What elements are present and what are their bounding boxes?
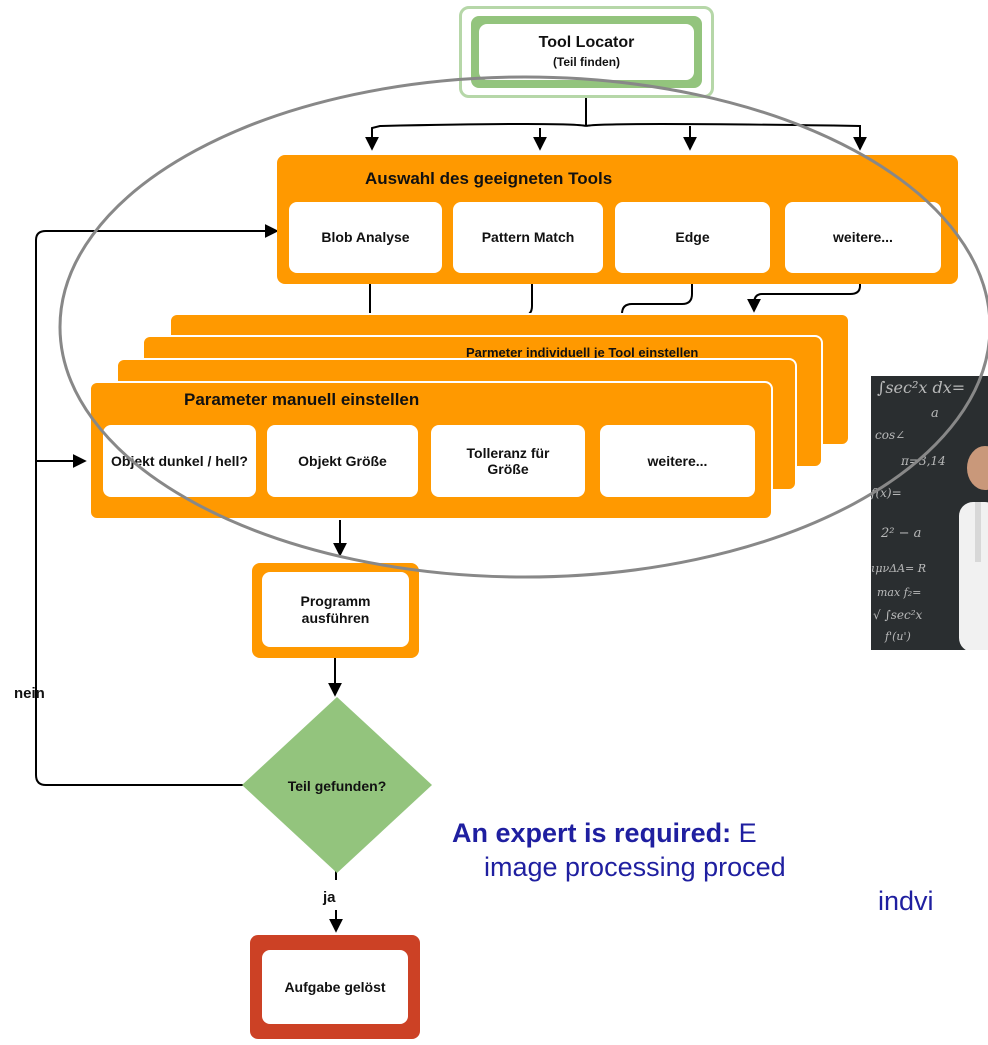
tool-locator-title: Tool Locator <box>538 34 635 52</box>
tool-blob-analyse[interactable]: Blob Analyse <box>289 202 442 273</box>
decision-label: Teil gefunden? <box>287 778 387 794</box>
yes-label: ja <box>323 889 336 906</box>
param-objekt-groesse[interactable]: Objekt Größe <box>267 425 418 497</box>
tool-locator-box[interactable]: Tool Locator (Teil finden) <box>471 16 702 88</box>
caption-line-1: An expert is required: E <box>452 816 757 850</box>
caption-rest-line1: E <box>731 818 757 848</box>
parameter-panel-title: Parameter manuell einstellen <box>184 390 420 409</box>
caption-line-2: image processing proced <box>484 852 786 882</box>
tool-locator-inner: Tool Locator (Teil finden) <box>479 24 694 80</box>
tool-selection-title: Auswahl des geeigneten Tools <box>365 169 613 188</box>
param-weitere[interactable]: weitere... <box>600 425 755 497</box>
tool-selection-panel: Auswahl des geeigneten Tools Blob Analys… <box>277 155 958 284</box>
scientist-figure <box>959 446 988 650</box>
scientist-photo: ∫sec²x dx= a cos∠ π=3,14 f(x)= 2² − a ιμ… <box>871 376 988 650</box>
no-label: nein <box>14 685 45 702</box>
decision-diamond[interactable] <box>242 697 432 873</box>
run-program-box[interactable]: Programm ausführen <box>252 563 419 658</box>
tool-edge[interactable]: Edge <box>615 202 770 273</box>
tool-locator-subtitle: (Teil finden) <box>552 54 621 69</box>
task-solved-label: Aufgabe gelöst <box>262 950 408 1024</box>
tool-pattern-match[interactable]: Pattern Match <box>453 202 603 273</box>
param-toleranz-groesse[interactable]: Tolleranz für Größe <box>431 425 585 497</box>
parameter-panel: Parameter manuell einstellen Objekt dunk… <box>89 381 773 520</box>
run-program-label: Programm ausführen <box>262 572 409 647</box>
tool-weitere[interactable]: weitere... <box>785 202 941 273</box>
caption-line-3: indvi <box>878 886 934 916</box>
tool-locator-frame: Tool Locator (Teil finden) <box>459 6 714 98</box>
caption-bold: An expert is required: <box>452 818 732 848</box>
param-objekt-dunkel-hell[interactable]: Objekt dunkel / hell? <box>103 425 256 497</box>
task-solved-box[interactable]: Aufgabe gelöst <box>250 935 420 1039</box>
